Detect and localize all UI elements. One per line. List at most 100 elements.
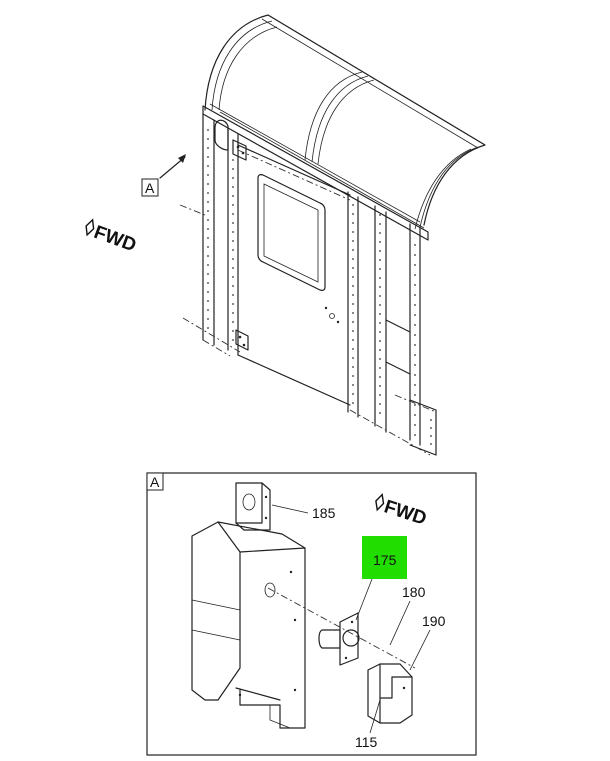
rivet xyxy=(232,168,234,170)
rivet xyxy=(379,268,381,270)
rivet xyxy=(352,249,354,251)
rivet xyxy=(352,276,354,278)
rivet xyxy=(207,255,209,257)
part-label-190: 190 xyxy=(422,613,446,629)
rivet xyxy=(379,394,381,396)
rivet xyxy=(232,222,234,224)
rivet xyxy=(379,349,381,351)
assembly-axis-line xyxy=(267,587,416,669)
rivet xyxy=(379,376,381,378)
rivet xyxy=(379,367,381,369)
rivet xyxy=(414,324,416,326)
rivet xyxy=(232,321,234,323)
rivet xyxy=(379,232,381,234)
fwd-label: FWD xyxy=(381,496,429,529)
rivet xyxy=(207,192,209,194)
cab-rear-wall-assembly xyxy=(179,14,486,456)
part-175-switch xyxy=(318,578,373,666)
rivet xyxy=(352,330,354,332)
rivet xyxy=(379,295,381,297)
rivet xyxy=(207,138,209,140)
rivet xyxy=(207,327,209,329)
part-label-115: 115 xyxy=(355,734,378,750)
rivet xyxy=(352,240,354,242)
rivet xyxy=(379,286,381,288)
rivet xyxy=(207,273,209,275)
fwd-indicator-top: FWD xyxy=(85,218,139,257)
part-190-bracket xyxy=(367,629,431,734)
rivet xyxy=(414,304,416,306)
rivet xyxy=(379,259,381,261)
rivet xyxy=(232,294,234,296)
rivet xyxy=(379,277,381,279)
rivet xyxy=(414,414,416,416)
rivet xyxy=(352,267,354,269)
rivet xyxy=(352,366,354,368)
rivet xyxy=(207,237,209,239)
rivet xyxy=(207,183,209,185)
rivet xyxy=(207,228,209,230)
rivet xyxy=(430,427,432,429)
rivet xyxy=(414,424,416,426)
rivet xyxy=(414,294,416,296)
forward-arrow-icon xyxy=(375,493,385,512)
rivet xyxy=(232,231,234,233)
rivet xyxy=(207,210,209,212)
part-185-bracket xyxy=(235,482,309,531)
part-label-175[interactable]: 175 xyxy=(362,536,407,579)
rivet xyxy=(352,348,354,350)
rivet xyxy=(379,340,381,342)
svg-text:115: 115 xyxy=(355,734,378,750)
rivet xyxy=(352,258,354,260)
rivet xyxy=(207,246,209,248)
rivet xyxy=(379,214,381,216)
rivet xyxy=(232,249,234,251)
callout-letter: A xyxy=(145,180,155,196)
rivet xyxy=(352,312,354,314)
rivet xyxy=(352,375,354,377)
rivet xyxy=(430,419,432,421)
rivet xyxy=(414,374,416,376)
rivet xyxy=(379,313,381,315)
rivet xyxy=(207,156,209,158)
rivet xyxy=(207,282,209,284)
rivet xyxy=(232,285,234,287)
fwd-label: FWD xyxy=(91,222,139,257)
svg-text:185: 185 xyxy=(312,505,336,521)
rivet-pattern xyxy=(207,129,432,445)
rivet xyxy=(232,276,234,278)
rivet xyxy=(207,219,209,221)
rivet xyxy=(352,384,354,386)
rivet xyxy=(352,402,354,404)
forward-arrow-icon xyxy=(85,218,95,237)
rivet xyxy=(430,435,432,437)
rivet xyxy=(352,231,354,233)
rivet xyxy=(379,385,381,387)
part-label-180: 180 xyxy=(402,584,426,600)
rivet xyxy=(414,354,416,356)
detail-frame xyxy=(146,472,477,756)
rivet xyxy=(232,240,234,242)
rivet xyxy=(414,334,416,336)
rivet xyxy=(414,244,416,246)
leader-180 xyxy=(389,600,411,646)
rivet xyxy=(379,331,381,333)
rivet xyxy=(352,393,354,395)
rivet xyxy=(207,318,209,320)
rivet xyxy=(379,412,381,414)
rivet xyxy=(232,303,234,305)
rivet xyxy=(379,403,381,405)
svg-text:180: 180 xyxy=(402,584,426,600)
view-callout-a: A xyxy=(141,154,186,197)
rivet xyxy=(414,384,416,386)
rivet xyxy=(352,294,354,296)
svg-text:175: 175 xyxy=(373,552,397,568)
arrow-head-icon xyxy=(178,154,186,163)
rivet xyxy=(414,404,416,406)
rivet xyxy=(379,223,381,225)
mount-housing xyxy=(191,521,306,729)
highlight-box[interactable] xyxy=(362,536,407,579)
rivet xyxy=(232,258,234,260)
rivet xyxy=(352,339,354,341)
